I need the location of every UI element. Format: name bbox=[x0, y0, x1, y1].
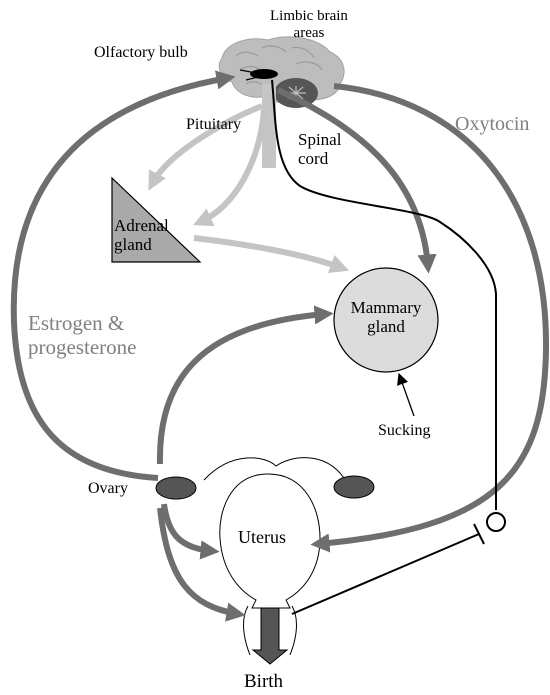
birth-label: Birth bbox=[244, 671, 283, 692]
olfactory-bulb-label: Olfactory bulb bbox=[94, 44, 188, 62]
brain-to-mammary-arrow bbox=[278, 90, 428, 266]
spinal-cord-label: Spinal cord bbox=[298, 130, 341, 168]
nerve-synapse-icon bbox=[487, 513, 505, 531]
ovary-to-uterus-arrow bbox=[164, 504, 212, 551]
ovary-left-shape bbox=[156, 477, 196, 499]
sucking-label: Sucking bbox=[378, 422, 430, 440]
mammary-gland-label: Mammary gland bbox=[338, 298, 434, 336]
estrogen-to-mammary-arrow bbox=[160, 314, 326, 464]
adrenal-gland-label: Adrenal gland bbox=[114, 216, 169, 254]
uterus-label: Uterus bbox=[238, 527, 286, 547]
adrenal-to-mammary-arrow bbox=[194, 238, 342, 268]
ovary-label: Ovary bbox=[88, 480, 128, 498]
sucking-arrow bbox=[399, 374, 414, 416]
oxytocin-label: Oxytocin bbox=[455, 113, 529, 135]
ovary-right-shape bbox=[334, 476, 374, 498]
limbic-brain-areas-label: Limbic brain areas bbox=[270, 8, 348, 42]
estrogen-progesterone-label: Estrogen & progesterone bbox=[28, 312, 136, 359]
pituitary-label: Pituitary bbox=[186, 116, 241, 134]
birth-arrow-icon bbox=[253, 608, 287, 664]
